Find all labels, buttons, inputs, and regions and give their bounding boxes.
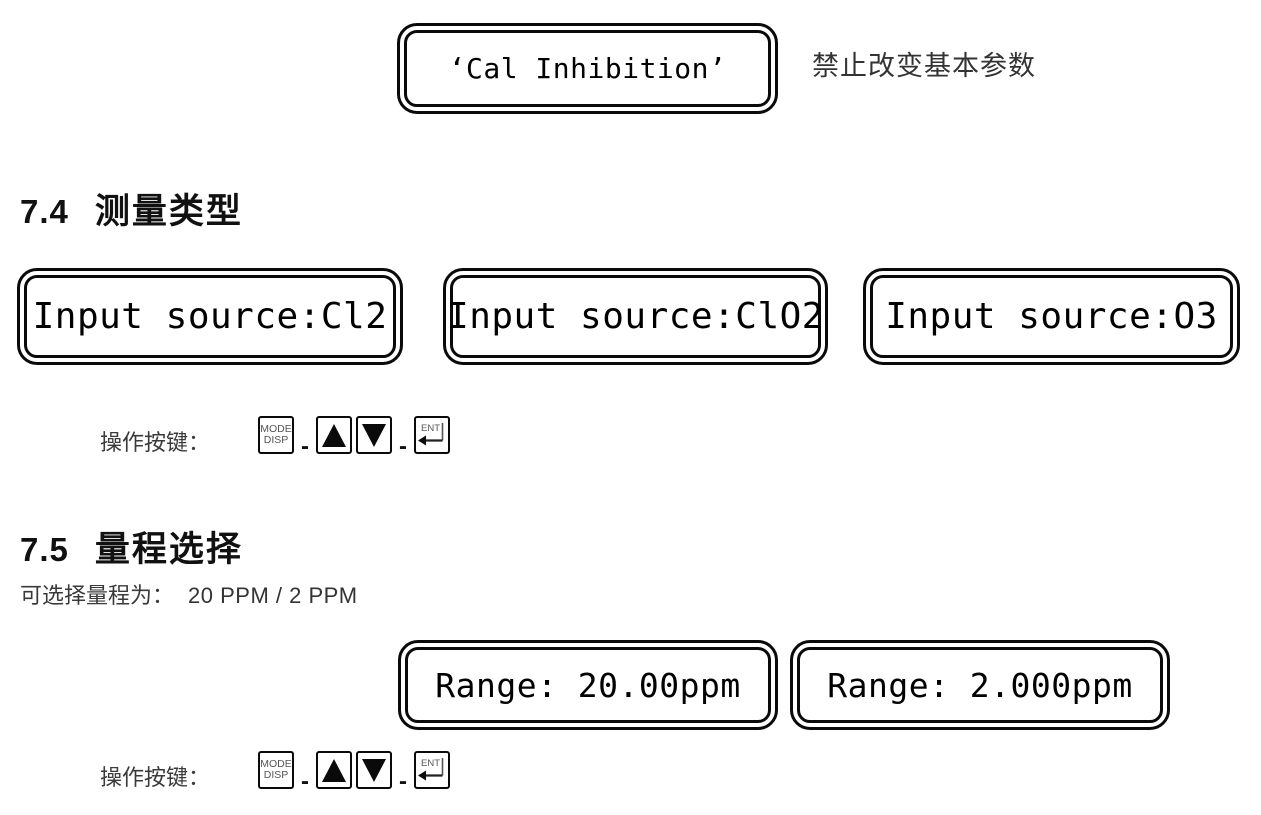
up-arrow-key bbox=[316, 751, 353, 789]
enter-arrow-icon: ENT bbox=[417, 757, 443, 780]
mode-disp-key-line1: MODE bbox=[260, 758, 292, 770]
up-arrow-key bbox=[316, 416, 353, 454]
range-2-display-inner: Range: 2.000ppm bbox=[797, 647, 1163, 723]
section-7-5-heading: 7.5 量程选择 bbox=[20, 521, 243, 572]
section-7-4-title: 测量类型 bbox=[94, 192, 243, 231]
input-source-cl2-text: Input source:Cl2 bbox=[32, 296, 388, 337]
mode-disp-key-line1: MODE bbox=[260, 423, 292, 435]
section-7-4-number: 7.4 bbox=[20, 193, 69, 230]
key-separator: - bbox=[399, 433, 408, 460]
cal-inhibition-note: 禁止改变基本参数 bbox=[812, 51, 1036, 81]
mode-disp-key: MODE DISP bbox=[258, 751, 295, 789]
ent-key: ENT bbox=[414, 416, 451, 454]
section-7-5-title: 量程选择 bbox=[94, 530, 243, 569]
range-note-label: 可选择量程为： bbox=[20, 583, 175, 608]
input-source-clo2-display: Input source:ClO2 bbox=[443, 268, 828, 365]
input-source-clo2-display-inner: Input source:ClO2 bbox=[447, 275, 824, 358]
mode-disp-key: MODE DISP bbox=[258, 416, 295, 454]
input-source-o3-display-inner: Input source:O3 bbox=[870, 275, 1233, 358]
operation-keys-label: 操作按键： bbox=[100, 765, 211, 790]
operation-keys-row-2: 操作按键： MODE DISP - - ENT bbox=[100, 751, 451, 795]
mode-disp-key-line2: DISP bbox=[263, 769, 289, 781]
cal-inhibition-text: ‘Cal Inhibition’ bbox=[448, 52, 727, 85]
range-20-text: Range: 20.00ppm bbox=[435, 665, 741, 705]
range-note: 可选择量程为： 20 PPM / 2 PPM bbox=[20, 578, 358, 610]
input-source-cl2-display: Input source:Cl2 bbox=[17, 268, 403, 365]
key-separator: - bbox=[301, 768, 310, 795]
range-20-display-inner: Range: 20.00ppm bbox=[405, 647, 771, 723]
input-source-o3-display: Input source:O3 bbox=[863, 268, 1240, 365]
input-source-cl2-display-inner: Input source:Cl2 bbox=[24, 275, 396, 358]
operation-keys-label: 操作按键： bbox=[100, 430, 211, 455]
operation-keys-row-1: 操作按键： MODE DISP - - ENT bbox=[100, 416, 451, 460]
key-separator: - bbox=[301, 433, 310, 460]
down-arrow-key bbox=[356, 751, 393, 789]
cal-inhibition-display-inner: ‘Cal Inhibition’ bbox=[404, 30, 771, 107]
down-arrow-key bbox=[356, 416, 393, 454]
cal-inhibition-display: ‘Cal Inhibition’ bbox=[397, 23, 778, 114]
up-arrow-icon bbox=[322, 423, 347, 447]
mode-disp-key-line2: DISP bbox=[263, 434, 289, 446]
range-2-display: Range: 2.000ppm bbox=[790, 640, 1170, 730]
section-7-4-heading: 7.4 测量类型 bbox=[20, 183, 243, 234]
range-20-display: Range: 20.00ppm bbox=[398, 640, 778, 730]
down-arrow-icon bbox=[362, 758, 387, 782]
range-note-value: 20 PPM / 2 PPM bbox=[188, 583, 358, 608]
svg-text:ENT: ENT bbox=[421, 758, 440, 769]
ent-key: ENT bbox=[414, 751, 451, 789]
up-arrow-icon bbox=[322, 758, 347, 782]
enter-arrow-icon: ENT bbox=[417, 422, 443, 445]
range-2-text: Range: 2.000ppm bbox=[827, 665, 1133, 705]
input-source-clo2-text: Input source:ClO2 bbox=[447, 296, 824, 337]
down-arrow-icon bbox=[362, 423, 387, 447]
key-separator: - bbox=[399, 768, 408, 795]
section-7-5-number: 7.5 bbox=[20, 531, 69, 568]
input-source-o3-text: Input source:O3 bbox=[885, 296, 1218, 337]
svg-text:ENT: ENT bbox=[421, 423, 440, 434]
